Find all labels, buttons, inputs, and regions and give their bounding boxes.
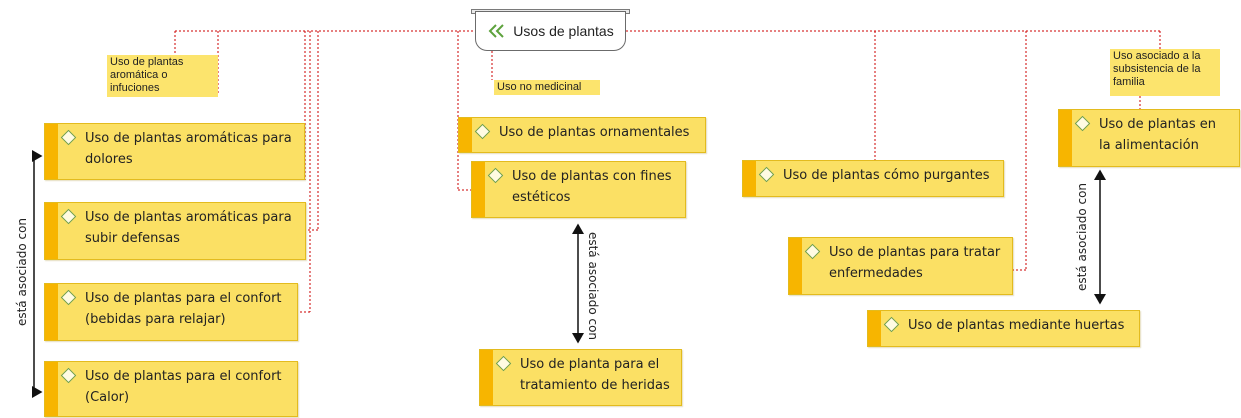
diamond-icon [495,355,512,372]
root-label: Usos de plantas [513,23,614,39]
node-label: Uso de plantas aromáticas para subir def… [85,210,292,246]
diamond-icon [487,167,504,184]
node-label: Uso de plantas con fines estéticos [512,169,672,205]
diamond-icon [758,166,775,183]
diamond-icon [60,208,77,225]
relation-label-left: está asociado con [15,217,29,327]
node-huertas[interactable]: Uso de plantas mediante huertas [867,310,1140,347]
node-label: Uso de plantas mediante huertas [908,318,1125,333]
group-note-non-medicinal: Uso no medicinal [494,80,600,95]
node-aromaticas-defensas[interactable]: Uso de plantas aromáticas para subir def… [44,202,306,260]
group-note-aromatic: Uso de plantas aromática o infuciones [107,55,218,97]
node-esteticos[interactable]: Uso de plantas con fines estéticos [471,161,686,218]
group-note-subsistence: Uso asociado a la subsistencia de la fam… [1110,49,1220,96]
node-purgantes[interactable]: Uso de plantas cómo purgantes [742,160,1004,197]
diamond-icon [60,289,77,306]
diamond-icon [804,243,821,260]
node-label: Uso de planta para el tratamiento de her… [520,357,670,393]
node-confort-bebidas[interactable]: Uso de plantas para el confort (bebidas … [44,283,298,341]
node-label: Uso de plantas ornamentales [499,125,690,140]
node-ornamentales[interactable]: Uso de plantas ornamentales [458,117,706,153]
node-label: Uso de plantas para el confort (bebidas … [85,291,282,327]
node-heridas[interactable]: Uso de planta para el tratamiento de her… [479,349,682,406]
node-label: Uso de plantas para tratar enfermedades [829,245,1001,281]
node-label: Uso de plantas cómo purgantes [783,168,990,183]
node-label: Uso de plantas aromáticas para dolores [85,131,292,167]
node-alimentacion[interactable]: Uso de plantas en la alimentación [1058,109,1240,167]
chevron-double-left-icon [488,24,505,38]
diamond-icon [883,316,900,333]
node-enfermedades[interactable]: Uso de plantas para tratar enfermedades [788,237,1013,295]
node-confort-calor[interactable]: Uso de plantas para el confort (Calor) [44,361,298,417]
node-label: Uso de plantas en la alimentación [1099,117,1217,153]
node-label: Uso de plantas para el confort (Calor) [85,369,282,405]
diamond-icon [60,367,77,384]
relation-label-center: está asociado con [586,231,600,341]
root-node[interactable]: Usos de plantas [475,11,626,51]
diamond-icon [60,129,77,146]
diamond-icon [1074,115,1091,132]
relation-label-right: está asociado con [1075,182,1089,292]
diamond-icon [474,123,491,140]
node-aromaticas-dolores[interactable]: Uso de plantas aromáticas para dolores [44,123,305,180]
